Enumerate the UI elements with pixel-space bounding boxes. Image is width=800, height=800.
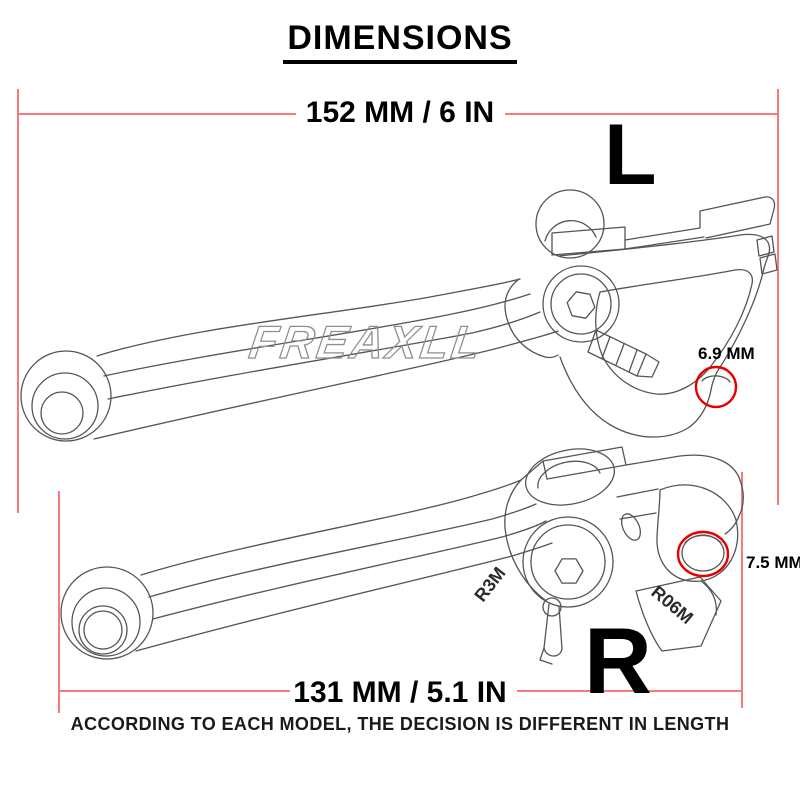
left-lever-letter: L <box>604 107 657 203</box>
hole-diameter-label-bottom: 7.5 MM <box>746 553 800 572</box>
blade-marking-r06m: R06M <box>647 582 697 628</box>
roller-barrel <box>535 189 605 259</box>
dimension-label-top: 152 MM / 6 IN <box>305 96 495 129</box>
blade-marking-r3m: R3M <box>470 563 509 605</box>
pivot-outer <box>522 516 614 608</box>
pivot-inner <box>530 524 606 600</box>
ball-end-hole <box>40 391 84 435</box>
ball-end-outer <box>20 350 112 442</box>
page-title: DIMENSIONS <box>283 19 517 65</box>
ball-end-hole <box>78 605 128 655</box>
brand-watermark: FREAXLL <box>246 316 486 368</box>
hex-bolt <box>566 291 596 319</box>
dimension-label-bottom: 131 MM / 5.1 IN <box>293 676 507 709</box>
pivot-outer <box>542 265 620 343</box>
left-lever-drawing <box>20 189 778 442</box>
ball-end-outer <box>60 566 154 660</box>
ball-end-mid <box>71 587 141 657</box>
lever-hole-outline <box>701 375 731 383</box>
length-disclaimer-note: ACCORDING TO EACH MODEL, THE DECISION IS… <box>70 714 730 734</box>
dimension-lines <box>17 89 779 713</box>
hole-highlight-circle-bottom <box>676 530 730 578</box>
pivot-inner <box>550 273 612 335</box>
hole-highlight-circle-top <box>694 365 738 409</box>
right-lever-letter: R <box>584 608 652 713</box>
ball-end-mid <box>31 372 99 440</box>
roller-barrel <box>524 448 616 506</box>
page-title-wrap: DIMENSIONS <box>0 19 800 65</box>
hex-bolt <box>554 558 584 584</box>
right-lever-drawing <box>60 446 744 665</box>
hole-diameter-label-top: 6.9 MM <box>698 344 755 363</box>
